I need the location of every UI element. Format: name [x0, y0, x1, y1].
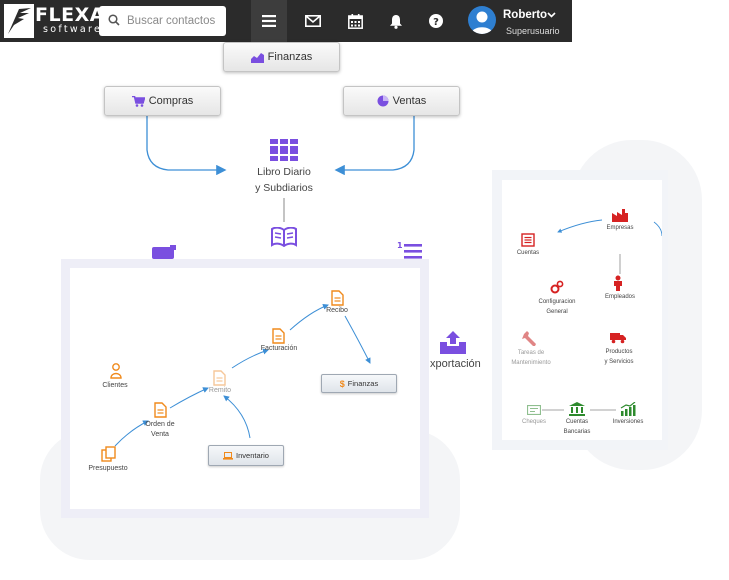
- pie-chart-icon: [377, 95, 389, 107]
- area-chart-icon: [250, 52, 264, 63]
- finanzas-button[interactable]: Finanzas: [223, 42, 340, 72]
- menu-icon: [262, 15, 276, 27]
- cuentas-bancarias-label: Cuentas Bancarias: [563, 419, 591, 435]
- shopping-cart-icon: [131, 95, 145, 107]
- mail-button[interactable]: [295, 0, 331, 42]
- user-name: Roberto: [503, 9, 548, 21]
- laptop-icon: [223, 451, 234, 460]
- ventas-button[interactable]: Ventas: [343, 86, 460, 116]
- finanzas-label: Finanzas: [267, 51, 313, 63]
- ventas-connector: [334, 116, 415, 176]
- flexa-logo[interactable]: FLEXA software: [4, 4, 104, 38]
- cuentas-label: Cuentas: [516, 250, 540, 256]
- wrench-icon: [522, 331, 536, 346]
- documents-stack-icon: [101, 446, 116, 462]
- exportacion-label: xportación: [430, 358, 481, 370]
- empresas-label: Empresas: [606, 225, 634, 231]
- top-navigation-bar: FLEXA software: [0, 0, 572, 42]
- investment-chart-icon: [620, 402, 636, 416]
- export-tray-icon: [440, 331, 466, 354]
- bell-icon: [390, 14, 402, 29]
- clientes-label: Clientes: [102, 382, 128, 389]
- factory-icon: [612, 209, 628, 222]
- gears-icon: [550, 280, 564, 294]
- calendar-icon: [347, 13, 363, 29]
- order-document-icon: [154, 402, 167, 418]
- compras-button[interactable]: Compras: [104, 86, 221, 116]
- compras-label: Compras: [148, 95, 194, 107]
- inventario-button[interactable]: Inventario: [208, 445, 284, 466]
- open-book-icon: [271, 227, 297, 247]
- numbered-list-icon: 1: [397, 241, 422, 259]
- company-map-canvas: Empresas Cuentas Configuracion General E…: [502, 180, 662, 440]
- empleados-label: Empleados: [604, 294, 636, 300]
- remito-document-icon: [213, 370, 226, 386]
- svg-text:1: 1: [397, 241, 403, 250]
- user-role: Superusuario: [506, 26, 560, 36]
- delivery-truck-icon: [610, 333, 626, 344]
- flexa-logo-mark-icon: [4, 4, 34, 38]
- recibo-label: Recibo: [326, 307, 348, 314]
- finanzas-flow-button[interactable]: $ Finanzas: [321, 374, 397, 393]
- facturacion-label: Facturación: [260, 345, 298, 352]
- ledger-icon: [521, 233, 535, 247]
- dollar-icon: $: [339, 378, 345, 389]
- search-icon: [108, 14, 120, 26]
- sales-flow-panel: Clientes Presupuesto Orden de Venta Remi…: [61, 259, 429, 518]
- help-button[interactable]: ?: [418, 0, 454, 42]
- search-box: [99, 6, 226, 36]
- receipt-document-icon: [331, 290, 344, 306]
- help-icon: ?: [429, 14, 443, 28]
- logo-subtitle: software: [43, 24, 103, 35]
- bank-icon: [569, 402, 585, 416]
- user-avatar-icon: [468, 6, 496, 34]
- invoice-document-icon: [272, 328, 285, 344]
- libro-diario-label: Libro Diario y Subdiarios: [255, 166, 313, 194]
- svg-text:?: ?: [433, 17, 439, 28]
- notifications-button[interactable]: [378, 0, 414, 42]
- presupuesto-label: Presupuesto: [88, 465, 128, 472]
- search-input[interactable]: [127, 11, 222, 31]
- inversiones-label: Inversiones: [612, 419, 644, 425]
- logo-wordmark: FLEXA: [35, 4, 105, 26]
- company-map-panel: Empresas Cuentas Configuracion General E…: [492, 170, 668, 450]
- cheque-icon: [527, 405, 541, 415]
- productos-label: Productos y Servicios: [604, 349, 634, 365]
- configuracion-label: Configuracion General: [538, 299, 576, 315]
- remito-label: Remito: [208, 387, 232, 394]
- compras-connector: [146, 116, 227, 176]
- sales-flow-canvas: Clientes Presupuesto Orden de Venta Remi…: [70, 268, 420, 509]
- employee-icon: [614, 275, 622, 291]
- mail-icon: [305, 15, 321, 27]
- calendar-button[interactable]: [337, 0, 373, 42]
- chevron-down-icon: [547, 12, 556, 18]
- document-icon: [152, 245, 176, 259]
- ledger-books-icon: [270, 139, 298, 161]
- user-icon: [110, 363, 122, 379]
- tareas-label: Tareas de Mantenimiento: [511, 350, 551, 366]
- orden-venta-label: Orden de Venta: [145, 421, 175, 438]
- menu-button[interactable]: [251, 0, 287, 42]
- user-menu[interactable]: Roberto Superusuario: [466, 0, 572, 42]
- company-map-connectors: [542, 219, 662, 411]
- ventas-label: Ventas: [392, 95, 427, 107]
- sales-flow-connectors: [114, 304, 371, 447]
- cheques-label: Cheques: [521, 419, 547, 425]
